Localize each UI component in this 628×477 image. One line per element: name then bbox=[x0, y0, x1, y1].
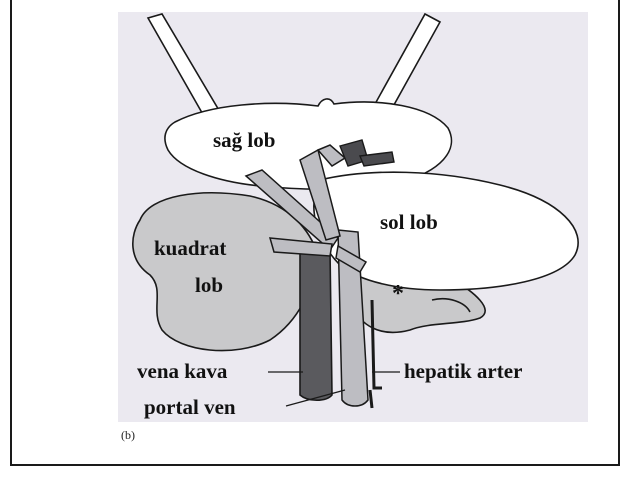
quadrate-lobe-label-top: kuadrat bbox=[154, 238, 226, 259]
portal-vein-label: portal ven bbox=[144, 397, 236, 418]
vena-cava-label: vena kava bbox=[137, 361, 227, 382]
right-lobe-label: sağ lob bbox=[213, 130, 275, 151]
hepatic-artery-label: hepatik arter bbox=[404, 361, 522, 382]
asterisk-marker: * bbox=[392, 282, 404, 306]
left-lobe-label: sol lob bbox=[380, 212, 438, 233]
vena-cava bbox=[300, 242, 332, 400]
panel-label: (b) bbox=[121, 428, 135, 443]
quadrate-lobe-label-bottom: lob bbox=[195, 275, 223, 296]
